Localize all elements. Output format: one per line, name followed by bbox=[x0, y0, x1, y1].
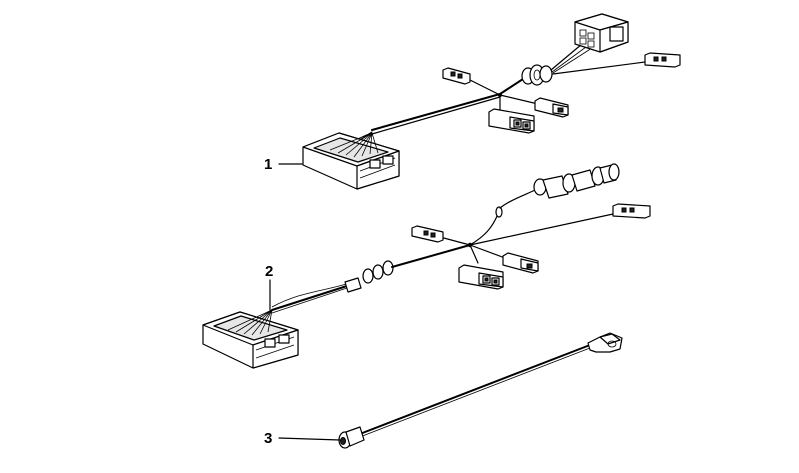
end-plug-1 bbox=[644, 52, 681, 68]
sensor-probe-3 bbox=[338, 426, 365, 449]
leader-line-3 bbox=[278, 437, 341, 441]
harness-part-2 bbox=[202, 163, 651, 369]
callout-3: 3 bbox=[264, 430, 272, 447]
small-plug-2b bbox=[502, 252, 539, 274]
harness-part-1 bbox=[302, 13, 681, 190]
small-plug-1a bbox=[442, 67, 471, 85]
inline-fuse-holder-2 bbox=[533, 163, 620, 199]
double-connector-1 bbox=[488, 108, 535, 134]
main-connector-1 bbox=[302, 132, 400, 190]
grommet-1 bbox=[521, 64, 553, 86]
callout-2: 2 bbox=[265, 263, 273, 280]
sleeve-2 bbox=[344, 260, 394, 293]
cable-end-clip-3 bbox=[587, 332, 623, 353]
main-connector-2 bbox=[202, 309, 299, 369]
sensor-cable-3 bbox=[338, 332, 623, 449]
end-plug-2 bbox=[612, 203, 651, 219]
double-connector-2 bbox=[458, 264, 504, 290]
callout-1: 1 bbox=[264, 156, 272, 173]
small-plug-1b bbox=[534, 97, 569, 118]
multi-pin-connector-1 bbox=[574, 13, 629, 53]
small-plug-2a bbox=[411, 225, 444, 243]
